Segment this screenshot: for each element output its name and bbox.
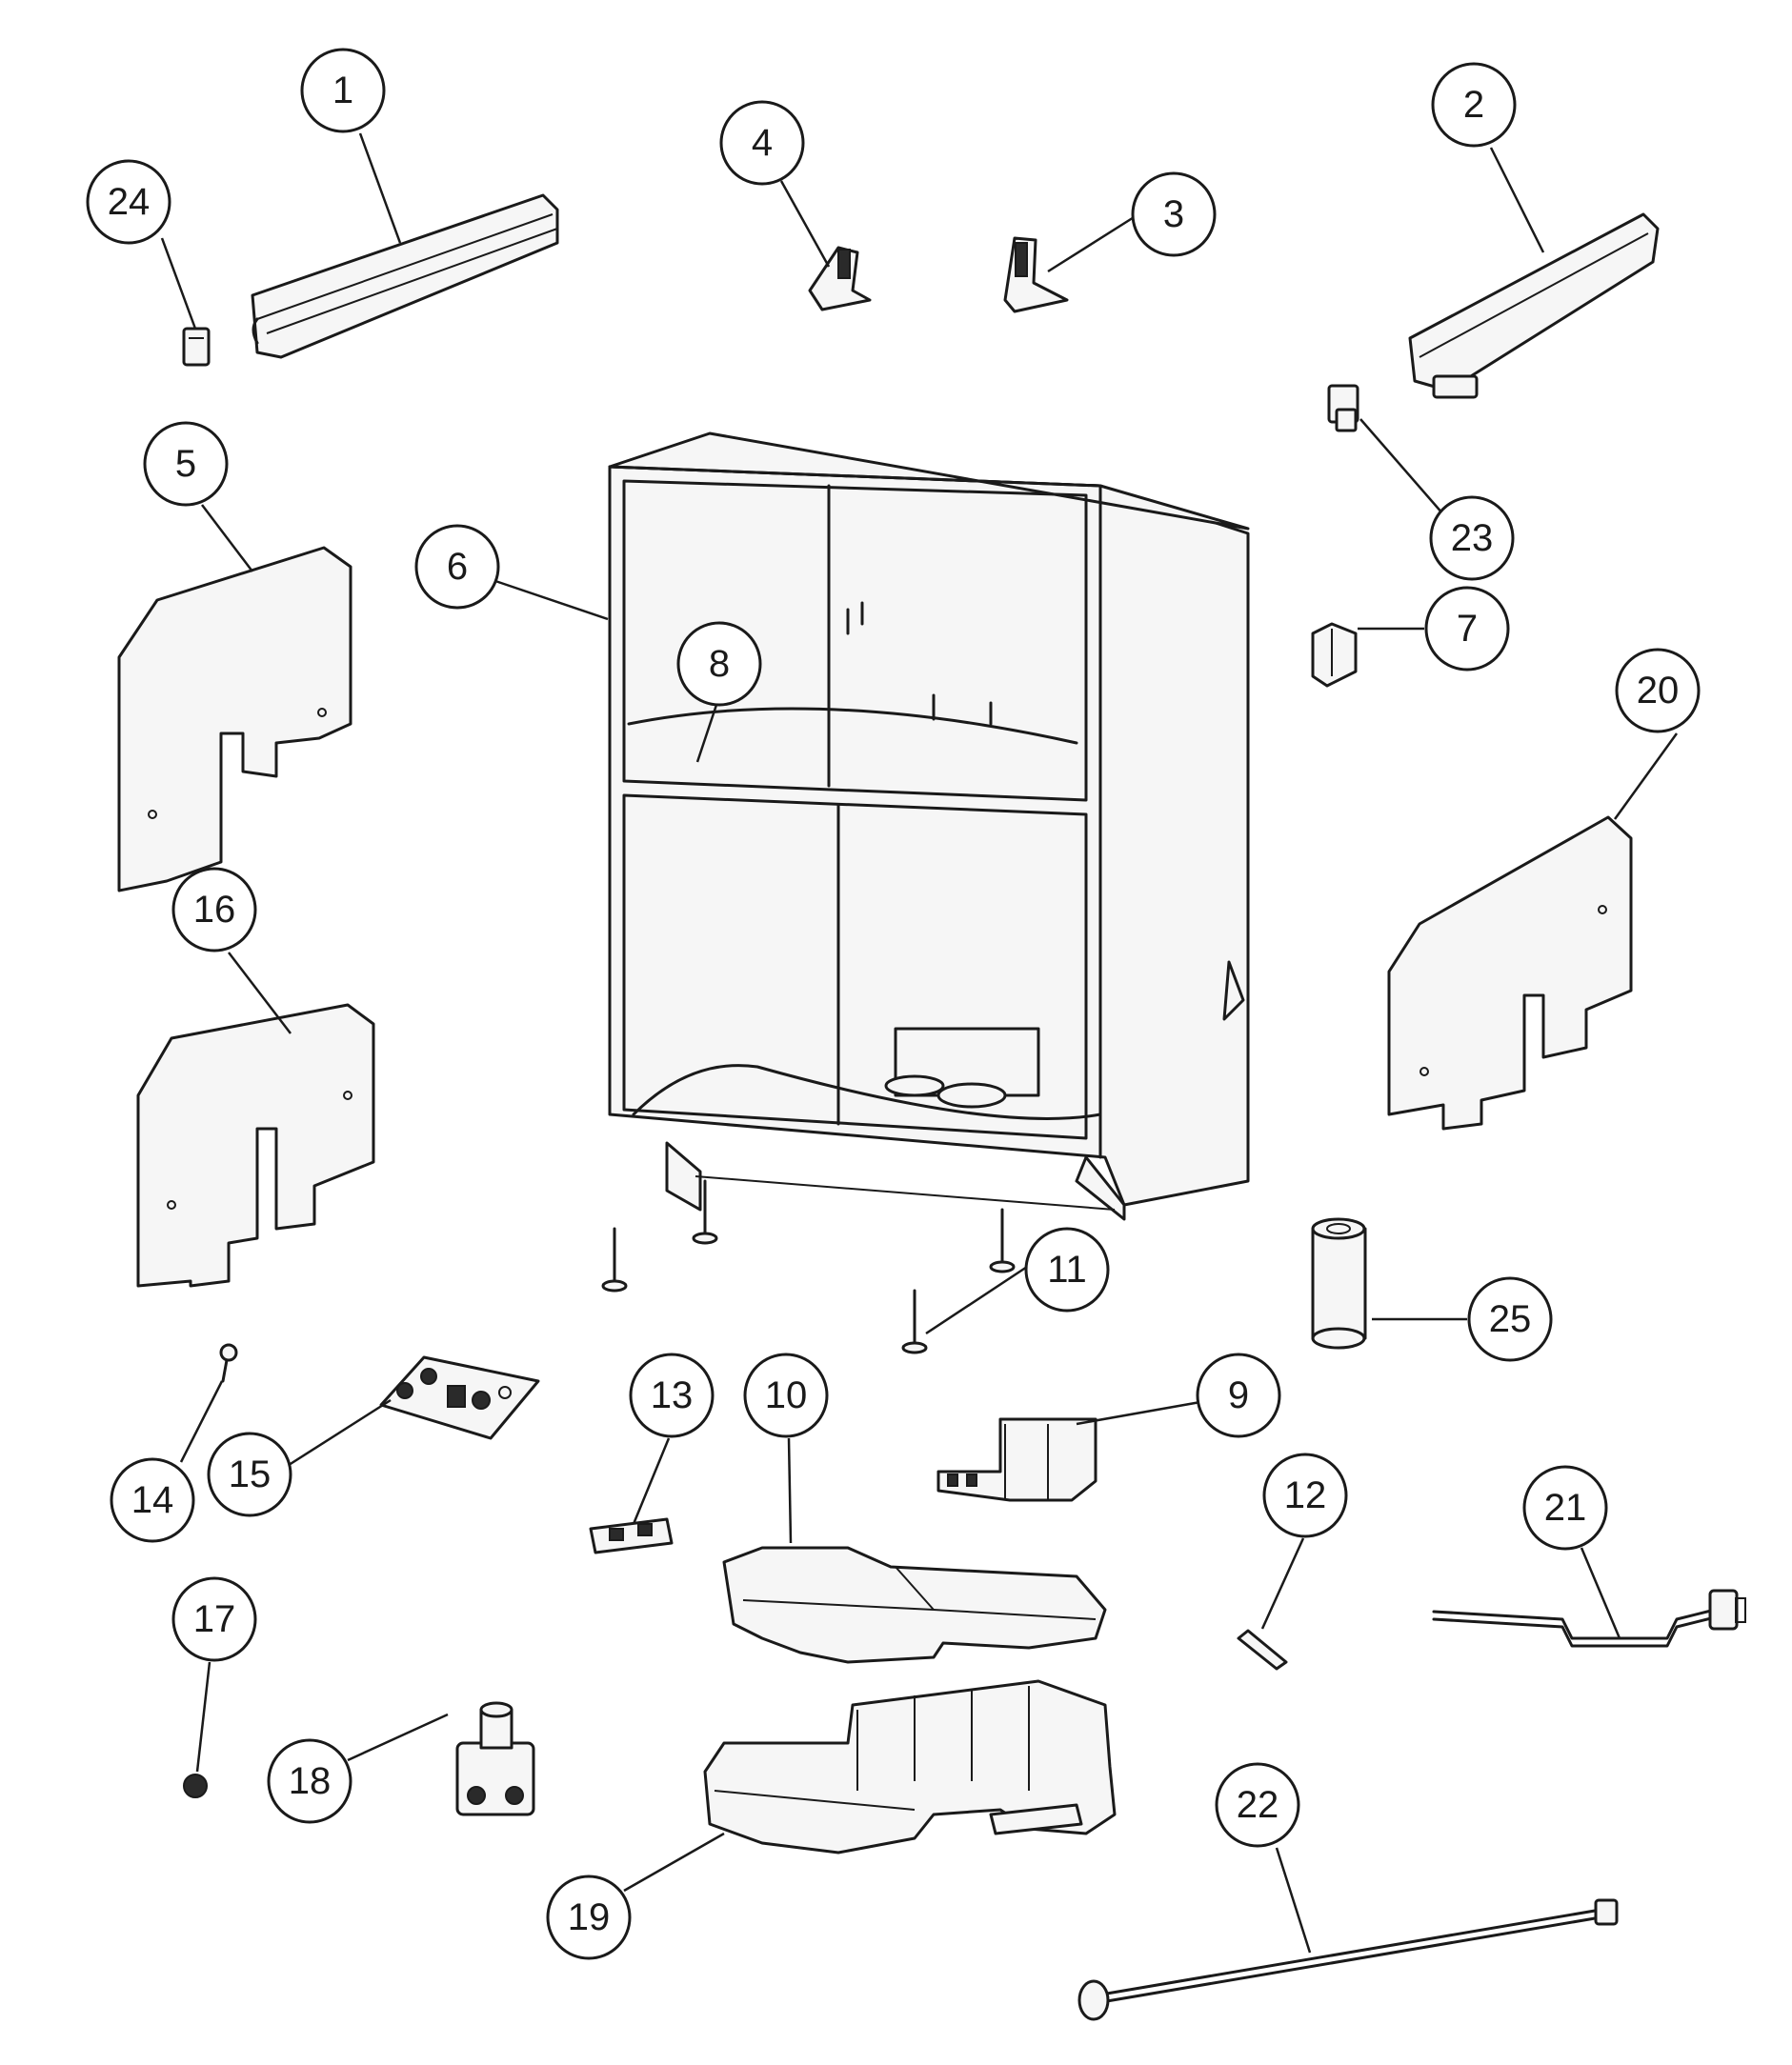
callout-7: 7 (1424, 586, 1510, 672)
callout-25: 25 (1467, 1276, 1553, 1362)
part-23-right-clip (1327, 384, 1359, 432)
leader-19 (623, 1832, 725, 1893)
part-3-bracket (1003, 236, 1069, 313)
callout-16-label: 16 (193, 889, 236, 931)
part-1-left-rail (251, 193, 559, 359)
callout-10: 10 (743, 1353, 829, 1438)
callout-15-label: 15 (229, 1454, 272, 1495)
callout-22: 22 (1215, 1762, 1300, 1848)
callout-4: 4 (719, 100, 805, 186)
callout-10-label: 10 (765, 1374, 808, 1416)
leader-8 (695, 704, 718, 763)
callout-12: 12 (1262, 1453, 1348, 1538)
part-18-actuator (455, 1701, 535, 1816)
callout-9: 9 (1196, 1353, 1281, 1438)
callout-14: 14 (110, 1457, 195, 1543)
leader-15 (285, 1398, 392, 1469)
callout-11: 11 (1024, 1227, 1110, 1313)
part-15-control-board (379, 1355, 540, 1440)
callout-9-label: 9 (1228, 1374, 1249, 1416)
callout-18: 18 (267, 1738, 352, 1824)
part-4-bracket (808, 246, 872, 311)
part-16-side-panel (136, 1003, 375, 1288)
leader-12 (1260, 1537, 1305, 1630)
callout-23-label: 23 (1451, 517, 1494, 559)
callout-25-label: 25 (1489, 1298, 1532, 1340)
leader-2 (1489, 147, 1545, 253)
leader-14 (179, 1380, 224, 1463)
part-11-leveling-feet (601, 1179, 1016, 1354)
callout-2: 2 (1431, 62, 1517, 148)
part-22-hose (1077, 1898, 1619, 2021)
leader-6 (494, 579, 609, 621)
leader-5 (201, 504, 253, 572)
part-17-knob (183, 1774, 208, 1798)
callout-16: 16 (171, 867, 257, 952)
part-25-cylinder (1311, 1217, 1367, 1350)
leader-23 (1359, 418, 1444, 515)
leader-4 (779, 180, 831, 268)
callout-12-label: 12 (1284, 1474, 1327, 1516)
leader-22 (1275, 1847, 1312, 1954)
callout-3: 3 (1131, 171, 1217, 257)
callout-3-label: 3 (1163, 193, 1184, 235)
callout-1: 1 (300, 48, 386, 133)
callout-13-label: 13 (651, 1374, 694, 1416)
callout-5: 5 (143, 421, 229, 507)
leader-1 (358, 132, 402, 244)
callout-11-label: 11 (1047, 1249, 1087, 1291)
leader-17 (195, 1661, 211, 1773)
callout-19-label: 19 (568, 1896, 611, 1938)
leader-24 (160, 237, 197, 330)
part-13-switch (589, 1517, 674, 1554)
callout-17: 17 (171, 1576, 257, 1662)
part-20-side-panel (1387, 815, 1633, 1131)
callout-6: 6 (414, 524, 500, 610)
leader-18 (347, 1713, 449, 1762)
leader-3 (1047, 212, 1139, 273)
callout-7-label: 7 (1457, 608, 1478, 650)
callout-24: 24 (86, 159, 171, 245)
callout-18-label: 18 (289, 1760, 332, 1802)
callout-8-label: 8 (709, 643, 730, 685)
part-21-wire-harness (1432, 1589, 1746, 1648)
callout-14-label: 14 (131, 1479, 174, 1521)
leader-21 (1580, 1547, 1621, 1639)
callout-21: 21 (1522, 1465, 1608, 1551)
leader-10 (787, 1437, 793, 1544)
callout-23: 23 (1429, 495, 1515, 581)
callout-15: 15 (207, 1432, 292, 1517)
callout-8: 8 (676, 621, 762, 707)
part-5-side-panel (117, 546, 352, 892)
callout-21-label: 21 (1544, 1487, 1587, 1529)
part-14-screw (219, 1343, 238, 1383)
part-9-connector-housing (936, 1417, 1097, 1502)
callout-20-label: 20 (1637, 670, 1680, 712)
callout-4-label: 4 (752, 122, 773, 164)
callout-22-label: 22 (1237, 1784, 1279, 1826)
part-7-latch-block (1311, 622, 1358, 688)
part-10-tray-cover (722, 1546, 1107, 1664)
leader-11 (925, 1265, 1028, 1335)
part-19-base-pan (703, 1679, 1117, 1854)
part-6-tub-frame (608, 431, 1250, 1221)
leader-20 (1613, 732, 1679, 820)
callout-19: 19 (546, 1875, 632, 1960)
part-24-left-clip (182, 327, 211, 367)
callout-20: 20 (1615, 648, 1701, 733)
leader-16 (228, 952, 292, 1034)
leader-9 (1076, 1400, 1201, 1426)
callout-6-label: 6 (447, 546, 468, 588)
callout-1-label: 1 (332, 70, 353, 111)
leader-lines (160, 132, 1679, 1954)
callout-13: 13 (629, 1353, 715, 1438)
part-2-right-rail (1408, 212, 1660, 399)
callout-2-label: 2 (1463, 84, 1484, 126)
callout-5-label: 5 (175, 443, 196, 485)
leader-13 (632, 1437, 671, 1525)
callout-24-label: 24 (108, 181, 151, 223)
part-12-clip (1237, 1629, 1288, 1671)
callout-17-label: 17 (193, 1598, 236, 1640)
